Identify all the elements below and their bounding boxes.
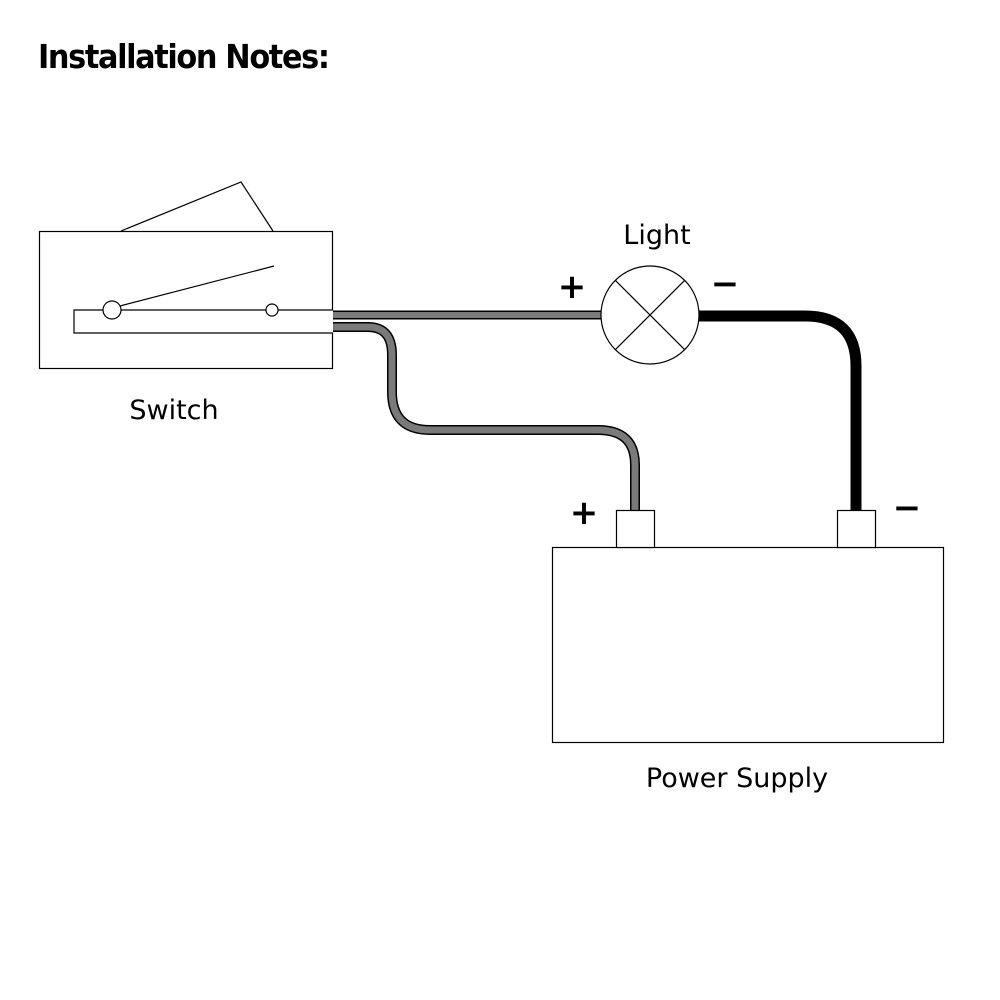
switch-fixed-contact <box>265 303 279 317</box>
switch <box>38 181 334 370</box>
switch-lever <box>119 265 275 307</box>
switch-terminal-rail <box>73 309 333 334</box>
positive-terminal <box>615 509 656 549</box>
light-label: Light <box>623 220 690 251</box>
switch-body <box>38 230 334 370</box>
light <box>600 265 700 365</box>
supply-positive-sign: + <box>570 493 599 533</box>
power-supply-body <box>551 546 945 744</box>
page-title: Installation Notes: <box>38 37 330 76</box>
power-supply-label: Power Supply <box>646 763 828 794</box>
switch-to-supply-wire <box>333 322 640 510</box>
negative-terminal <box>836 509 877 549</box>
power-supply <box>551 509 945 744</box>
switch-rocker <box>120 181 274 232</box>
light-positive-sign: + <box>558 267 587 307</box>
light-negative-sign: − <box>711 264 740 304</box>
switch-label: Switch <box>129 395 218 426</box>
switch-pivot-contact <box>102 300 122 320</box>
light-to-supply-negative-wire <box>697 310 862 510</box>
supply-negative-sign: − <box>893 488 922 528</box>
